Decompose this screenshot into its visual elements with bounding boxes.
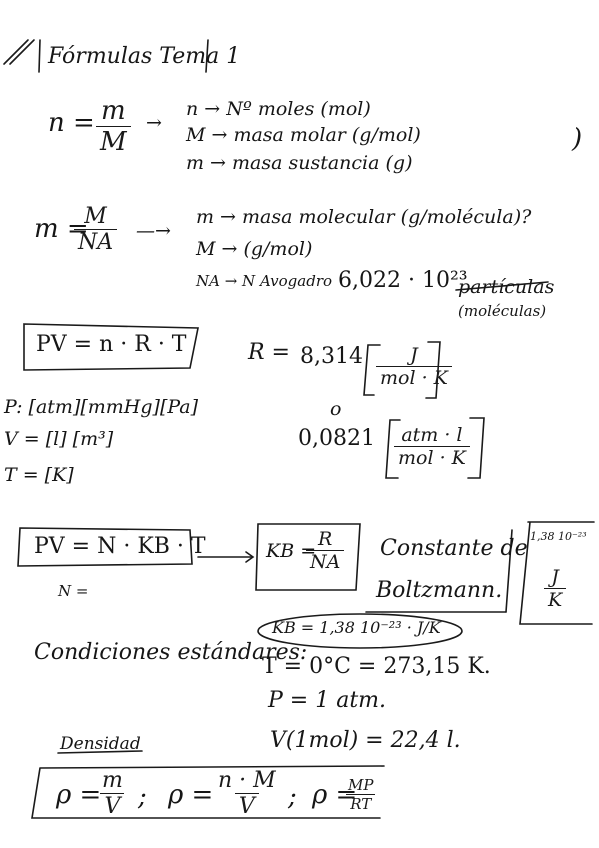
n-label: N = <box>58 582 89 600</box>
kb-den: NA <box>306 550 345 573</box>
density-f1-num: m <box>102 768 123 793</box>
mass-def-m: m → masa molecular (g/molécula)? <box>196 206 532 228</box>
mass-arrow: —→ <box>136 220 171 242</box>
moles-arrow: → <box>146 112 162 134</box>
density-f1-den: V <box>100 793 125 819</box>
value-box <box>519 521 595 625</box>
density-f3-lhs: ρ = <box>312 780 358 810</box>
side-mark: ) <box>572 124 583 154</box>
standard-conditions-label: Condiciones estándares: <box>34 640 308 665</box>
mass-def-M: M → (g/mol) <box>196 238 313 260</box>
moles-den: M <box>96 126 131 157</box>
page-title: Fórmulas Tema 1 <box>48 44 241 69</box>
r2-bracket-left <box>385 419 401 479</box>
moles-num: m <box>100 96 126 126</box>
standard-pressure: P = 1 atm. <box>268 688 387 713</box>
density-underline <box>57 750 143 754</box>
ideal-gas-formula: PV = n · R · T <box>36 332 187 357</box>
moles-lhs: n = <box>48 108 95 138</box>
density-f3-num: MP <box>348 776 374 794</box>
kb-box <box>255 523 361 591</box>
r-bracket-right <box>425 341 441 399</box>
boltzmann-formula: PV = N · KB · T <box>34 534 206 559</box>
density-f3-den: RT <box>346 794 376 813</box>
kb-unit-den: K <box>544 588 567 611</box>
density-f1-fraction: m V <box>98 768 127 819</box>
density-title: Densidad <box>60 734 141 754</box>
r-unit2-den: mol · K <box>394 446 470 469</box>
r-unit-atm: atm · l mol · K <box>394 424 470 469</box>
title-slash <box>9 39 35 65</box>
density-sep2: ; <box>288 782 297 812</box>
moles-fraction: m M <box>96 96 131 157</box>
name-box-edge <box>505 529 513 613</box>
struck-word: partículas <box>458 276 555 298</box>
mass-den: NA <box>74 229 118 255</box>
particles-note: (moléculas) <box>458 302 547 320</box>
strike-line <box>455 281 549 291</box>
density-f1-lhs: ρ = <box>56 780 102 810</box>
units-volume: V = [l] [m³] <box>4 428 114 450</box>
title-box <box>38 39 41 73</box>
density-f2-lhs: ρ = <box>168 780 214 810</box>
mass-def-NA: NA → N Avogadro <box>196 272 333 290</box>
boltzmann-name-line1: Constante de <box>380 536 528 561</box>
density-f2-den: V <box>234 793 259 819</box>
units-temperature: T = [K] <box>4 464 74 486</box>
kb-lhs: KB = <box>266 540 317 562</box>
moles-def-n: n → Nº moles (mol) <box>186 98 371 120</box>
or-mark: o <box>330 398 342 420</box>
title-box <box>205 39 209 73</box>
density-box <box>31 765 385 819</box>
r-unit-joules: J mol · K <box>376 344 452 389</box>
kb-value: 1,38 10⁻²³ <box>530 530 587 543</box>
standard-temperature: T = 0°C = 273,15 K. <box>262 654 491 679</box>
mass-num: M <box>84 204 107 229</box>
r-bracket-left <box>363 344 381 396</box>
boltzmann-box <box>17 527 193 567</box>
title-slash <box>3 39 29 65</box>
kb-note-oval <box>257 613 463 649</box>
moles-def-m: m → masa sustancia (g) <box>186 152 413 174</box>
r-unit2-num: atm · l <box>401 424 463 446</box>
r-label: R = <box>248 340 290 365</box>
r-value-atm: 0,0821 <box>298 426 375 451</box>
r-value-joules: 8,314 <box>300 344 363 369</box>
boltzmann-arrowhead <box>245 551 255 563</box>
density-f2-num: n · M <box>218 768 276 793</box>
r-unit1-den: mol · K <box>376 366 452 389</box>
ideal-gas-box <box>23 323 199 371</box>
kb-unit-num: J <box>551 566 559 588</box>
mass-fraction: M NA <box>74 204 118 255</box>
kb-num: R <box>318 528 333 550</box>
kb-note: KB = 1,38 10⁻²³ · J/K <box>272 618 441 637</box>
standard-volume: V(1mol) = 22,4 l. <box>270 728 461 753</box>
kb-unit: J K <box>544 566 567 611</box>
avogadro-value: 6,022 · 10²³ <box>338 268 468 293</box>
density-f3-fraction: MP RT <box>344 776 377 813</box>
r2-bracket-right <box>467 417 485 479</box>
kb-fraction: R NA <box>306 528 345 573</box>
units-pressure: P: [atm][mmHg][Pa] <box>4 396 199 418</box>
moles-def-M: M → masa molar (g/mol) <box>186 124 421 146</box>
density-f2-fraction: n · M V <box>214 768 280 819</box>
r-unit1-num: J <box>410 344 418 366</box>
density-sep1: ; <box>138 782 147 812</box>
boltzmann-name-line2: Boltzmann. <box>376 578 503 603</box>
